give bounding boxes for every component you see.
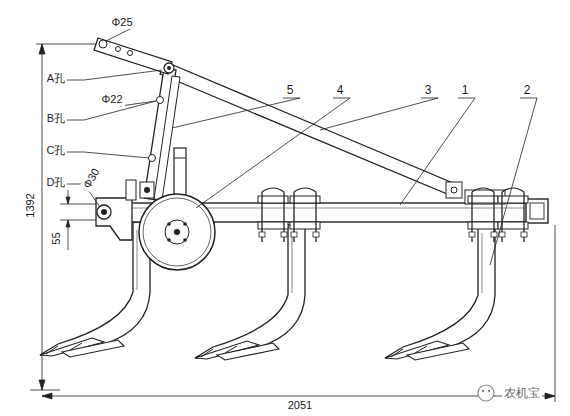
hole-name: C孔 — [45, 144, 68, 157]
hole-diameter: Φ30 — [80, 164, 104, 192]
hole-diameter: Φ25 — [109, 16, 134, 29]
callout-number: 2 — [522, 83, 533, 97]
hole-name: B孔 — [45, 112, 67, 125]
callout-number: 1 — [460, 83, 471, 97]
watermark-icon — [478, 385, 494, 401]
leader-lines — [66, 28, 537, 265]
dimension: 1392 — [23, 191, 36, 219]
u-bolt-clamps — [258, 188, 528, 242]
gauge-wheel — [139, 194, 215, 270]
subsoil-shanks — [40, 222, 495, 360]
callout-number: 4 — [335, 83, 346, 97]
callout-number: 5 — [285, 83, 296, 97]
front-hitch-plate — [96, 180, 136, 240]
dimension: 55 — [50, 230, 63, 246]
top-link — [94, 38, 174, 74]
watermark: 农机宝 — [502, 386, 542, 400]
diagonal-brace — [160, 62, 462, 198]
callout-number: 3 — [423, 83, 434, 97]
hole-name: A孔 — [45, 72, 67, 85]
dimension: 2051 — [286, 399, 314, 412]
dimension-lines — [30, 44, 555, 402]
hole-diameter: Φ22 — [99, 93, 124, 106]
hole-name: D孔 — [45, 176, 68, 189]
